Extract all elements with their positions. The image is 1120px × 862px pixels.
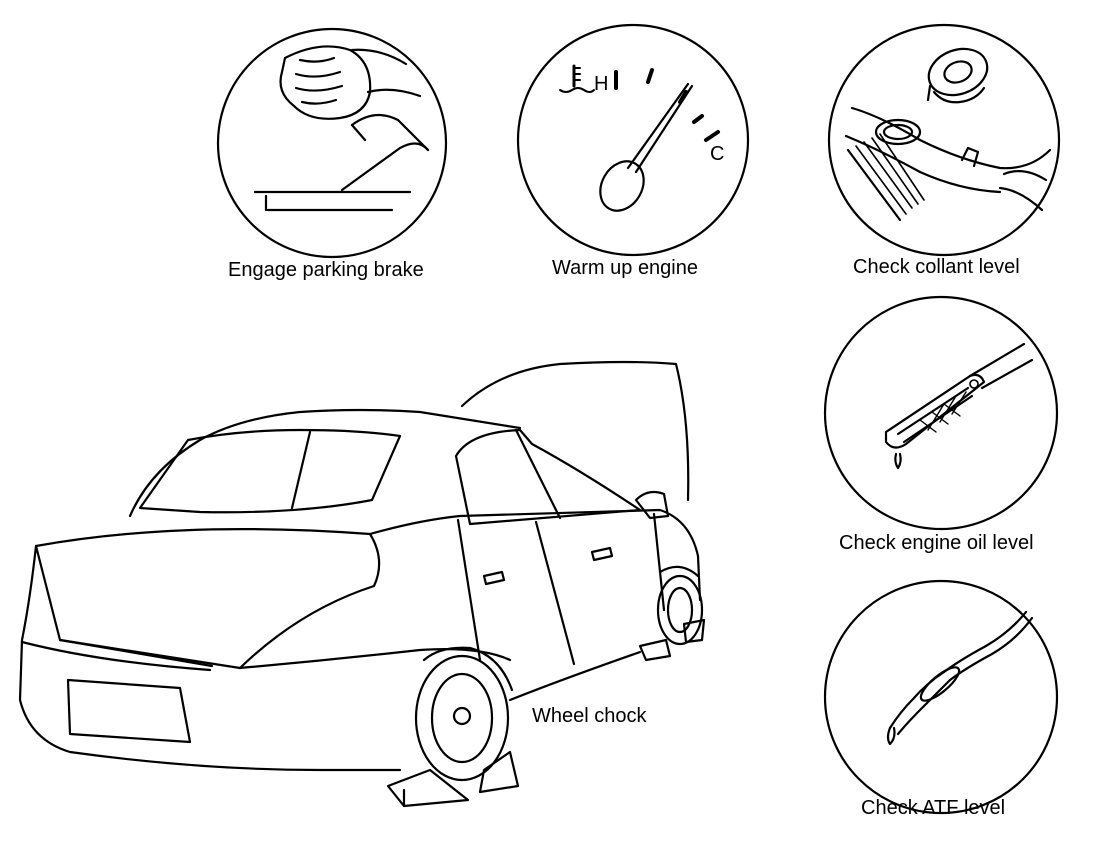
temperature-gauge-icon [560, 66, 718, 219]
label-engage-parking-brake: Engage parking brake [228, 259, 424, 281]
oil-panel [825, 297, 1057, 529]
label-wheel-chock: Wheel chock [532, 705, 647, 727]
sedan-illustration [20, 362, 704, 806]
atf-dipstick-icon [888, 612, 1032, 744]
gauge-cold-label: C [710, 143, 725, 165]
label-check-engine-oil-level: Check engine oil level [839, 532, 1034, 554]
panel-circle [518, 25, 748, 255]
gauge-hot-label: H [594, 73, 609, 95]
atf-panel [825, 581, 1057, 813]
oil-dipstick-icon [886, 344, 1032, 468]
label-warm-up-engine: Warm up engine [552, 257, 698, 279]
rear-wheel-chock [388, 770, 468, 806]
panel-circle [218, 29, 446, 257]
panel-circle [829, 25, 1059, 255]
label-check-atf-level: Check ATF level [861, 797, 1006, 819]
coolant-panel [829, 25, 1059, 255]
panel-circle [825, 297, 1057, 529]
front-wheel-chock [640, 640, 670, 660]
panel-circle [825, 581, 1057, 813]
warm-up-panel [518, 25, 748, 255]
parking-brake-hand-icon [255, 46, 428, 210]
parking-brake-panel [218, 29, 446, 257]
label-check-coolant-level: Check collant level [853, 256, 1020, 278]
radiator-cap-icon [846, 41, 1050, 220]
